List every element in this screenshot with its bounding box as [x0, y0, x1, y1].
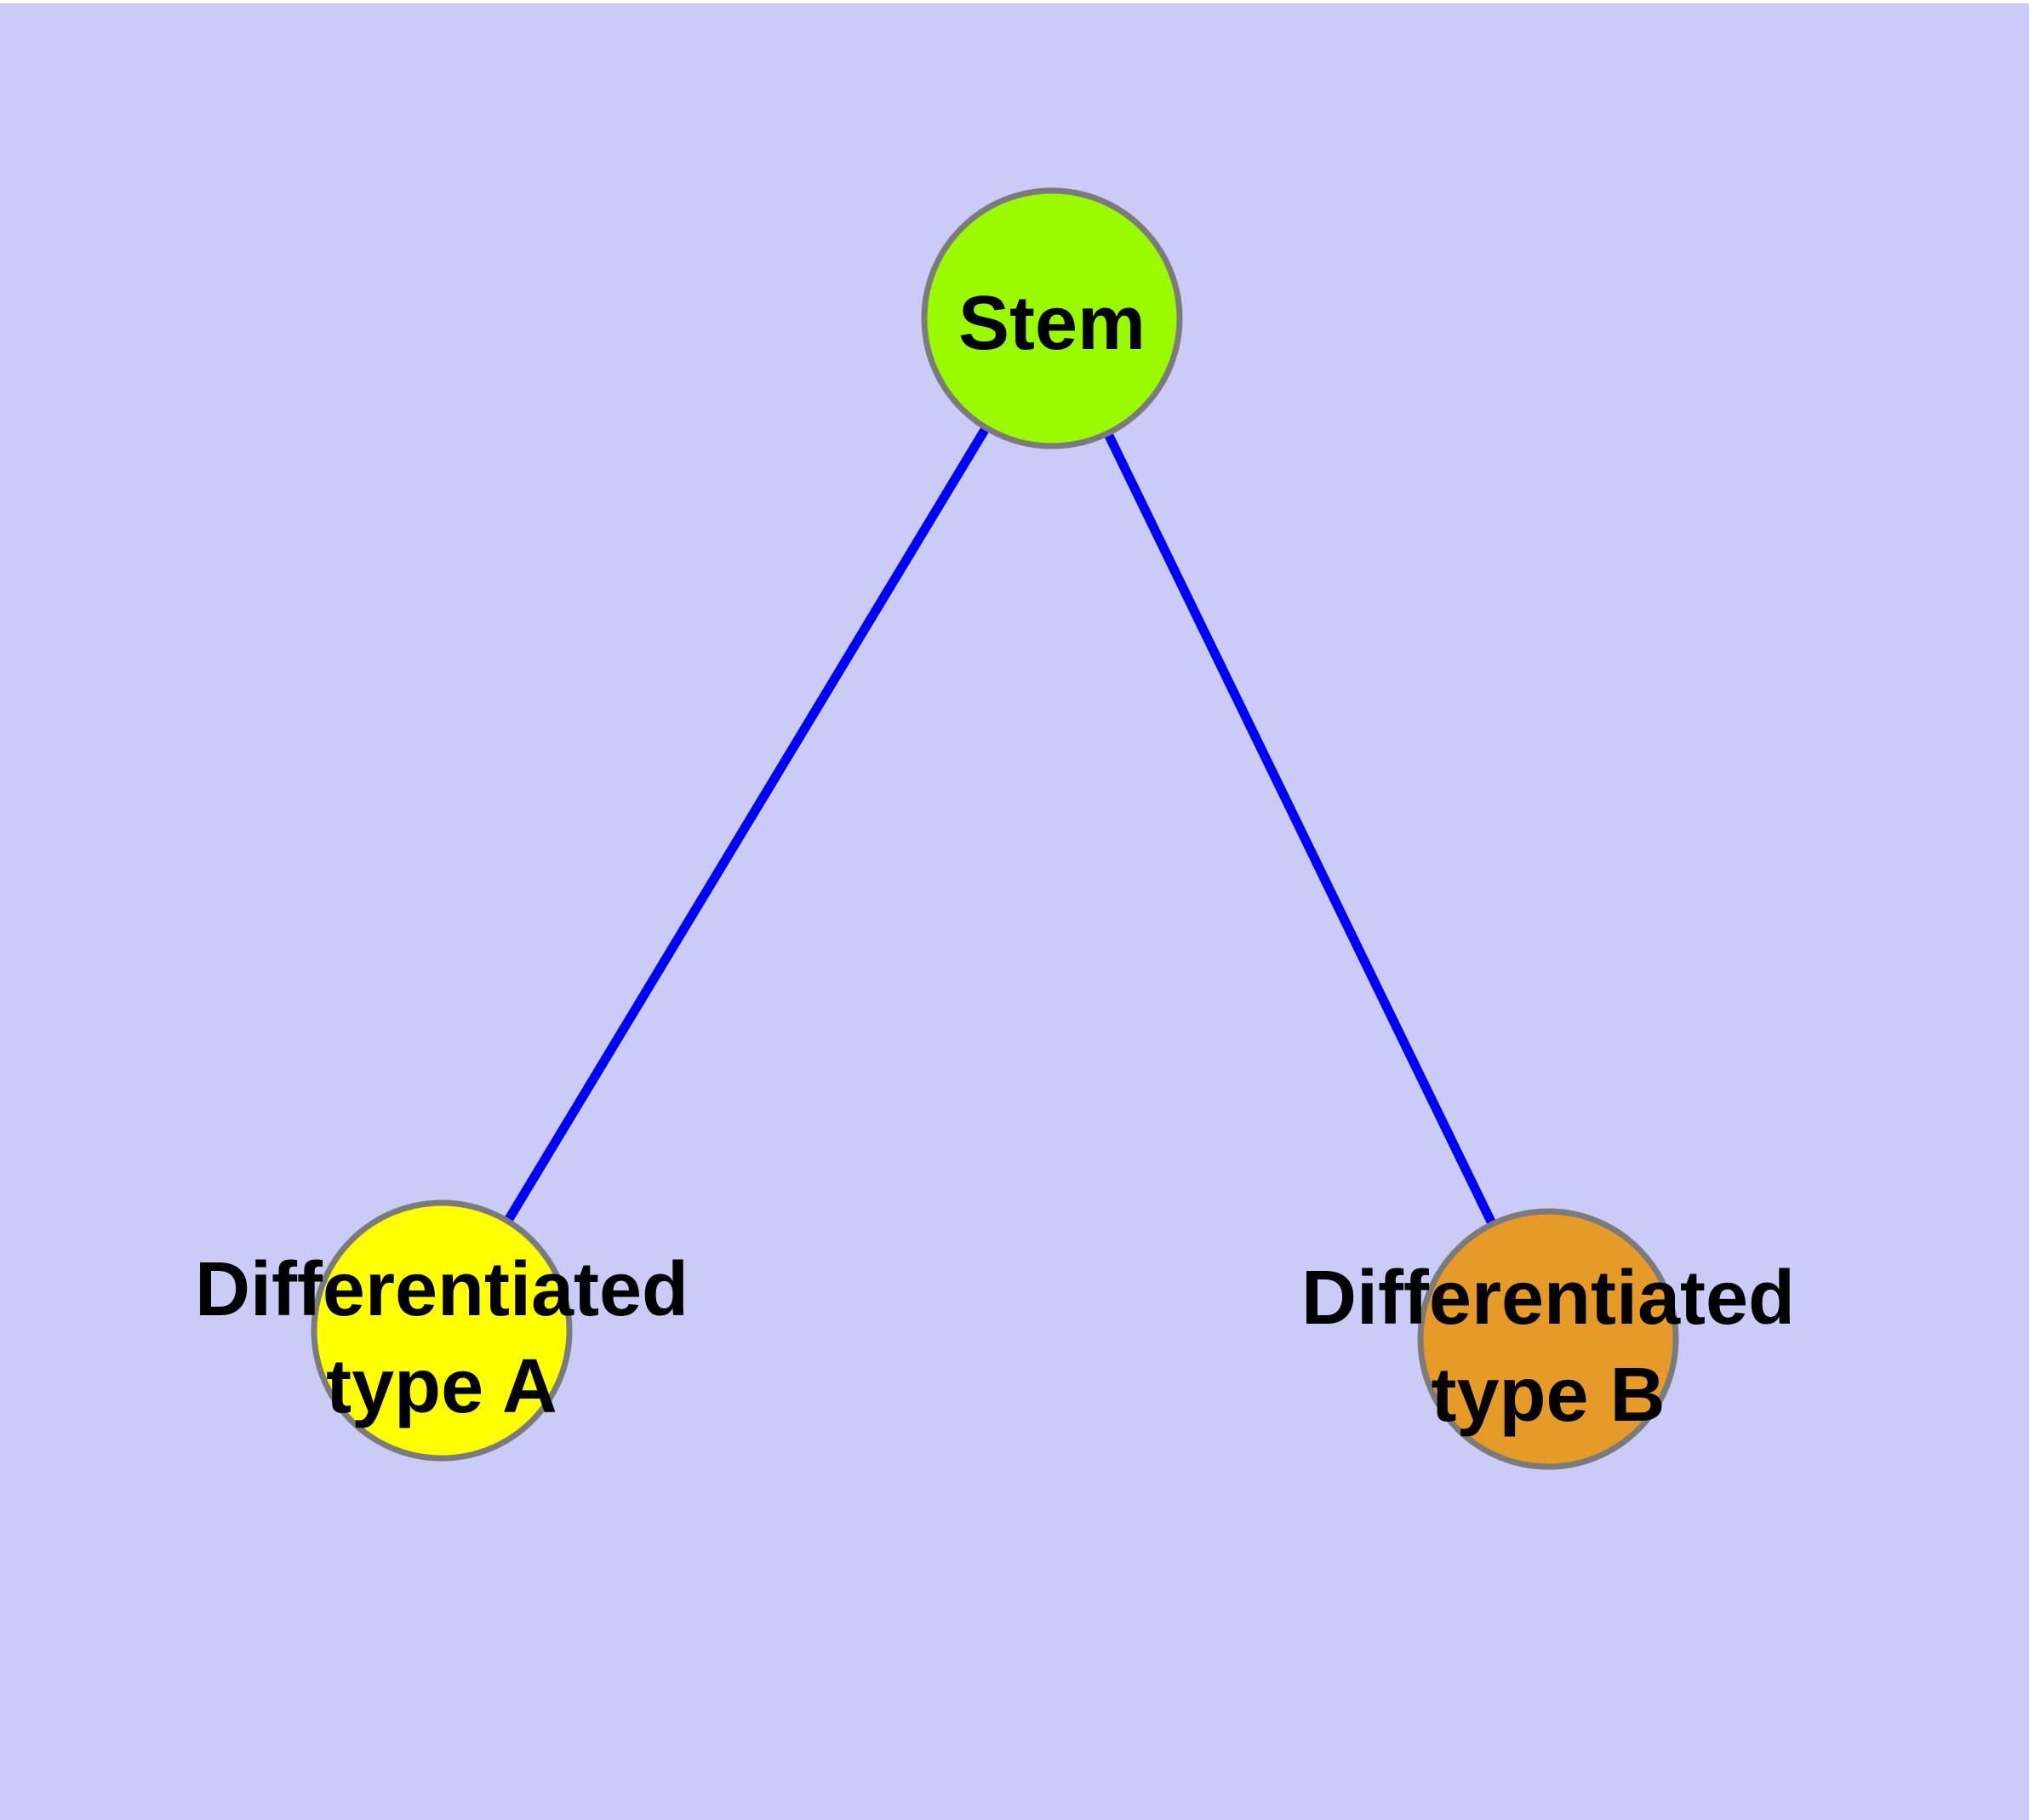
edge-stem-to-differentiated-type-b [1048, 316, 1552, 1342]
node-differentiated-type-a [311, 1199, 573, 1462]
node-stem [921, 187, 1183, 449]
node-differentiated-type-b-label-line1: Differentiated [1301, 1256, 1795, 1341]
node-differentiated-type-b [1417, 1208, 1679, 1470]
node-differentiated-type-b-label-line2: type B [1431, 1353, 1665, 1438]
node-stem-label: Stem [958, 281, 1146, 366]
edge-stem-to-differentiated-type-a [437, 316, 1056, 1333]
top-margin-strip [0, 0, 2029, 3]
node-differentiated-type-a-label-line2: type A [326, 1344, 557, 1429]
node-differentiated-type-a-label-line1: Differentiated [195, 1247, 689, 1332]
